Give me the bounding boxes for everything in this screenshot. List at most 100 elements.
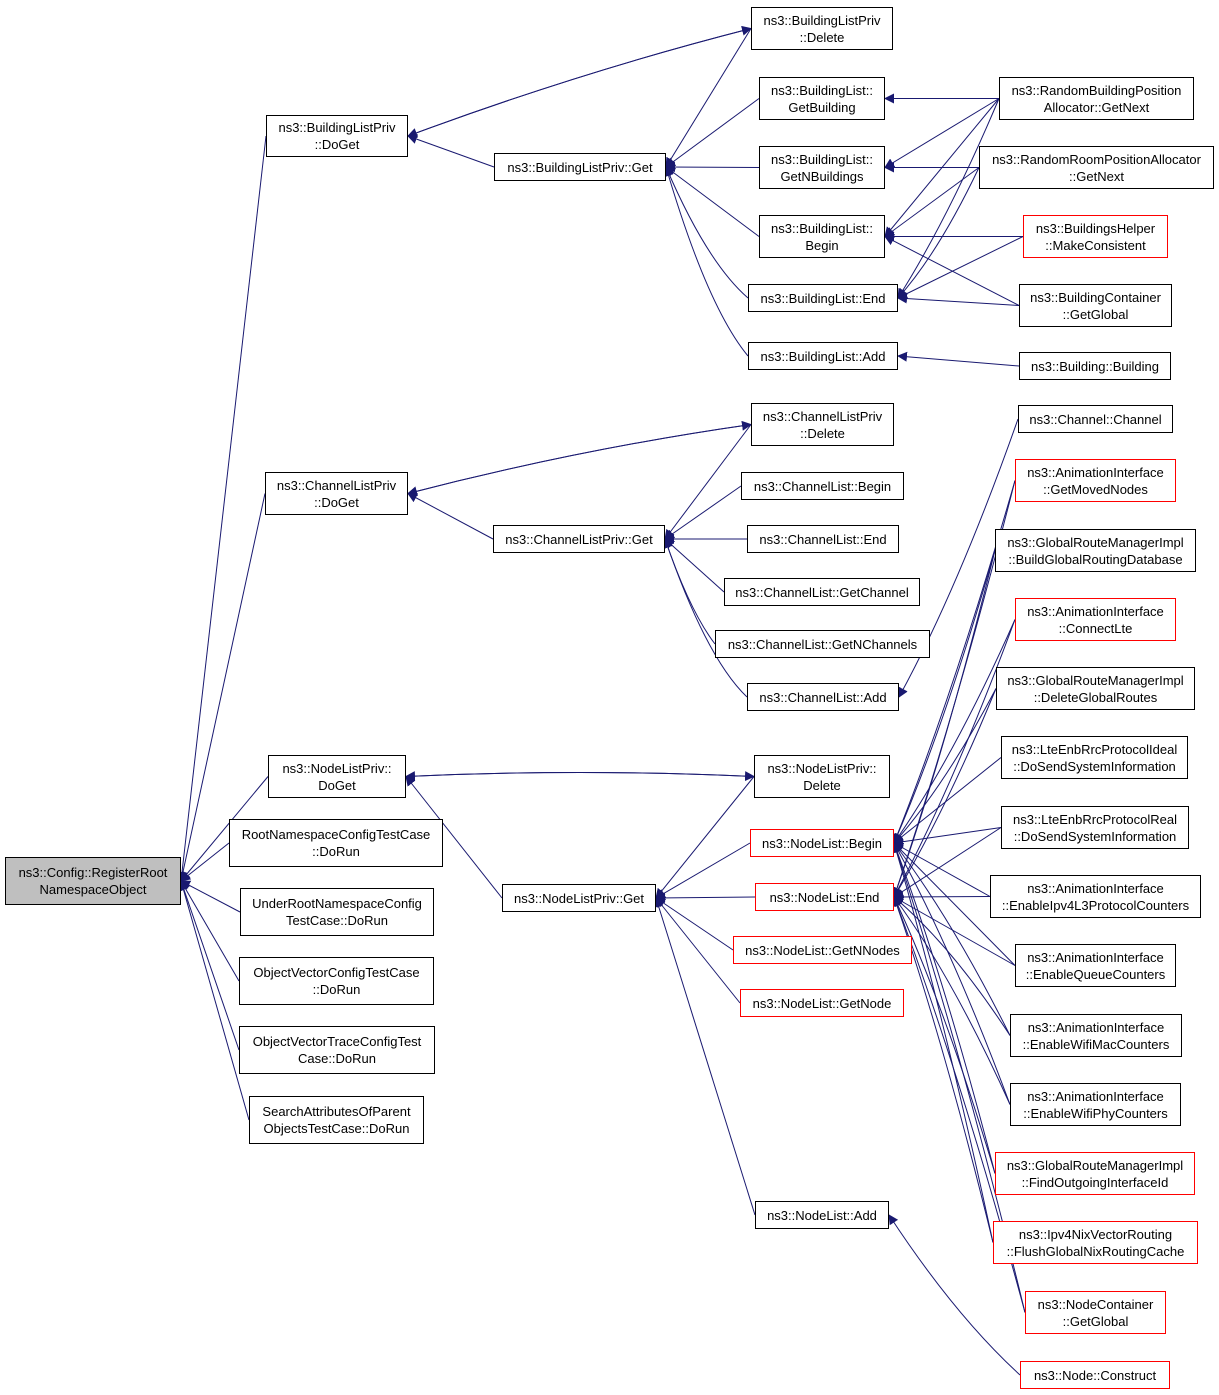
edge-sapo-to-root <box>178 880 250 1121</box>
edge-ai-clte-to-nl-end <box>893 619 1016 898</box>
node-rnct[interactable]: RootNamespaceConfigTestCase::DoRun <box>229 819 443 867</box>
node-clp-delete[interactable]: ns3::ChannelListPriv::Delete <box>751 403 894 446</box>
node-bl-getnbuildings[interactable]: ns3::BuildingList::GetNBuildings <box>759 146 885 189</box>
edge-lte-ideal-to-nl-begin <box>893 757 1002 844</box>
edge-cl-getchannel-to-clp-get <box>664 538 725 593</box>
node-clp-doget[interactable]: ns3::ChannelListPriv::DoGet <box>265 472 408 515</box>
node-label-line: SearchAttributesOfParent <box>262 1104 411 1119</box>
node-label-line: ns3::ChannelListPriv <box>762 408 883 424</box>
node-label-line: ns3::LteEnbRrcProtocolReal <box>1012 811 1178 827</box>
node-label-line: ns3::ChannelListPriv::Get <box>505 531 653 547</box>
edge-ovtct-to-root <box>179 880 240 1051</box>
edge-ai-wmac-to-nl-end <box>893 896 1011 1036</box>
node-rrpa[interactable]: ns3::RandomRoomPositionAllocator::GetNex… <box>979 146 1214 189</box>
node-label-line: GetNBuildings <box>780 168 864 184</box>
node-ai-wphy[interactable]: ns3::AnimationInterface::EnableWifiPhyCo… <box>1010 1083 1181 1126</box>
node-label-line: ns3::ChannelList::GetNChannels <box>727 636 918 652</box>
node-ai-clte[interactable]: ns3::AnimationInterface::ConnectLte <box>1015 598 1176 641</box>
edge-ai-ipv4-to-nl-begin <box>893 842 991 897</box>
node-nl-getnode[interactable]: ns3::NodeList::GetNode <box>740 989 904 1017</box>
node-ai-gmn[interactable]: ns3::AnimationInterface::GetMovedNodes <box>1015 459 1176 502</box>
edge-grm-bgrd-to-nl-end <box>892 550 996 898</box>
node-nlp-delete[interactable]: ns3::NodeListPriv::Delete <box>754 755 890 798</box>
node-label-line: ObjectVectorTraceConfigTest <box>252 1034 422 1049</box>
node-cl-getnchannels[interactable]: ns3::ChannelList::GetNChannels <box>715 630 930 658</box>
node-bc-gg[interactable]: ns3::BuildingContainer::GetGlobal <box>1019 284 1172 327</box>
node-cl-getchannel[interactable]: ns3::ChannelList::GetChannel <box>724 578 920 606</box>
node-label-line: ns3::GlobalRouteManagerImpl <box>1007 672 1184 688</box>
node-ai-ipv4[interactable]: ns3::AnimationInterface::EnableIpv4L3Pro… <box>990 875 1201 918</box>
node-nl-begin[interactable]: ns3::NodeList::Begin <box>750 829 894 857</box>
edge-bl-add-to-blp-get <box>663 166 749 357</box>
node-ch-ch[interactable]: ns3::Channel::Channel <box>1018 405 1173 433</box>
node-nlp-doget[interactable]: ns3::NodeListPriv::DoGet <box>268 755 406 798</box>
node-label-line: ::DoGet <box>314 137 360 152</box>
edge-bl-getnbuildings-to-blp-get <box>665 162 760 173</box>
node-blp-doget[interactable]: ns3::BuildingListPriv::DoGet <box>266 115 408 157</box>
node-nlp-get[interactable]: ns3::NodeListPriv::Get <box>502 884 656 912</box>
node-label-line: ns3::NodeListPriv:: <box>282 760 392 776</box>
node-label-line: ns3::ChannelList::GetChannel <box>735 584 909 600</box>
node-label-line: ns3::GlobalRouteManagerImpl <box>1006 1157 1184 1173</box>
node-nl-add[interactable]: ns3::NodeList::Add <box>755 1201 889 1229</box>
edge-nix-flush-to-nl-begin <box>891 842 994 1243</box>
node-lte-real[interactable]: ns3::LteEnbRrcProtocolReal::DoSendSystem… <box>1001 806 1189 849</box>
node-grm-foi[interactable]: ns3::GlobalRouteManagerImpl::FindOutgoin… <box>995 1152 1195 1195</box>
node-nl-end[interactable]: ns3::NodeList::End <box>755 883 894 911</box>
node-bl-add[interactable]: ns3::BuildingList::Add <box>748 342 898 370</box>
node-nl-getnnodes[interactable]: ns3::NodeList::GetNNodes <box>733 936 912 964</box>
edge-cl-add-to-clp-get <box>663 538 748 698</box>
node-b-b[interactable]: ns3::Building::Building <box>1019 352 1171 380</box>
node-label-line: ns3::AnimationInterface <box>1027 603 1164 619</box>
edge-blp-get-to-blp-doget <box>407 134 495 168</box>
edge-nl-begin-to-nlp-get <box>655 842 751 899</box>
node-label-line: ::Delete <box>799 29 845 45</box>
edge-ch-ch-to-cl-add <box>898 418 1019 698</box>
node-bl-getbuilding[interactable]: ns3::BuildingList::GetBuilding <box>759 77 885 120</box>
node-nc-gg[interactable]: ns3::NodeContainer::GetGlobal <box>1025 1291 1166 1334</box>
node-ovct[interactable]: ObjectVectorConfigTestCase::DoRun <box>239 957 434 1005</box>
edge-ai-queue-to-nl-begin <box>893 842 1016 966</box>
node-blp-delete[interactable]: ns3::BuildingListPriv::Delete <box>751 7 893 50</box>
node-grm-dgr[interactable]: ns3::GlobalRouteManagerImpl::DeleteGloba… <box>996 667 1195 710</box>
node-cl-add[interactable]: ns3::ChannelList::Add <box>747 683 899 711</box>
edge-lte-real-to-nl-end <box>893 827 1002 898</box>
node-label-line: ::GetNext <box>1069 168 1124 184</box>
edge-clp-get-to-clp-doget <box>407 493 494 540</box>
node-cl-end[interactable]: ns3::ChannelList::End <box>747 525 899 553</box>
node-label-line: ::FlushGlobalNixRoutingCache <box>1006 1243 1185 1259</box>
edge-ovct-to-root <box>180 880 240 982</box>
node-label-line: ns3::AnimationInterface <box>1027 464 1164 480</box>
node-clp-get[interactable]: ns3::ChannelListPriv::Get <box>493 525 665 553</box>
node-label-line: ns3::LteEnbRrcProtocolIdeal <box>1011 741 1178 757</box>
node-lte-ideal[interactable]: ns3::LteEnbRrcProtocolIdeal::DoSendSyste… <box>1001 736 1188 779</box>
node-blp-get[interactable]: ns3::BuildingListPriv::Get <box>494 153 666 181</box>
edge-rbpa-to-bl-end <box>897 98 1000 299</box>
node-label-line: ns3::BuildingList::End <box>760 290 886 306</box>
node-nix-flush[interactable]: ns3::Ipv4NixVectorRouting::FlushGlobalNi… <box>993 1221 1198 1264</box>
node-bh-mc[interactable]: ns3::BuildingsHelper::MakeConsistent <box>1023 215 1168 258</box>
node-label-line: Allocator::GetNext <box>1043 99 1150 115</box>
edge-blp-delete-to-blp-get <box>665 28 752 168</box>
node-label-line: ns3::Ipv4NixVectorRouting <box>1018 1226 1173 1242</box>
node-label-line: ns3::ChannelList::End <box>759 531 887 547</box>
node-bl-end[interactable]: ns3::BuildingList::End <box>748 284 898 312</box>
node-label-line: ns3::BuildingContainer <box>1030 289 1161 305</box>
edge-ai-queue-to-nl-end <box>893 896 1016 966</box>
node-label-line: ns3::BuildingList::Add <box>760 348 886 364</box>
node-ai-wmac[interactable]: ns3::AnimationInterface::EnableWifiMacCo… <box>1010 1014 1182 1057</box>
node-grm-bgrd[interactable]: ns3::GlobalRouteManagerImpl::BuildGlobal… <box>995 529 1196 572</box>
node-node-construct[interactable]: ns3::Node::Construct <box>1020 1361 1170 1389</box>
node-bl-begin[interactable]: ns3::BuildingList::Begin <box>759 215 885 258</box>
edge-bl-end-to-blp-get <box>664 166 749 299</box>
node-label-line: Delete <box>803 777 841 793</box>
node-label-line: ::GetGlobal <box>1062 1313 1129 1329</box>
node-ai-queue[interactable]: ns3::AnimationInterface::EnableQueueCoun… <box>1015 944 1176 987</box>
node-cl-begin[interactable]: ns3::ChannelList::Begin <box>741 472 904 500</box>
node-label-line: ns3::NodeList::Begin <box>762 835 882 851</box>
node-label-line: RootNamespaceConfigTestCase <box>241 827 431 842</box>
